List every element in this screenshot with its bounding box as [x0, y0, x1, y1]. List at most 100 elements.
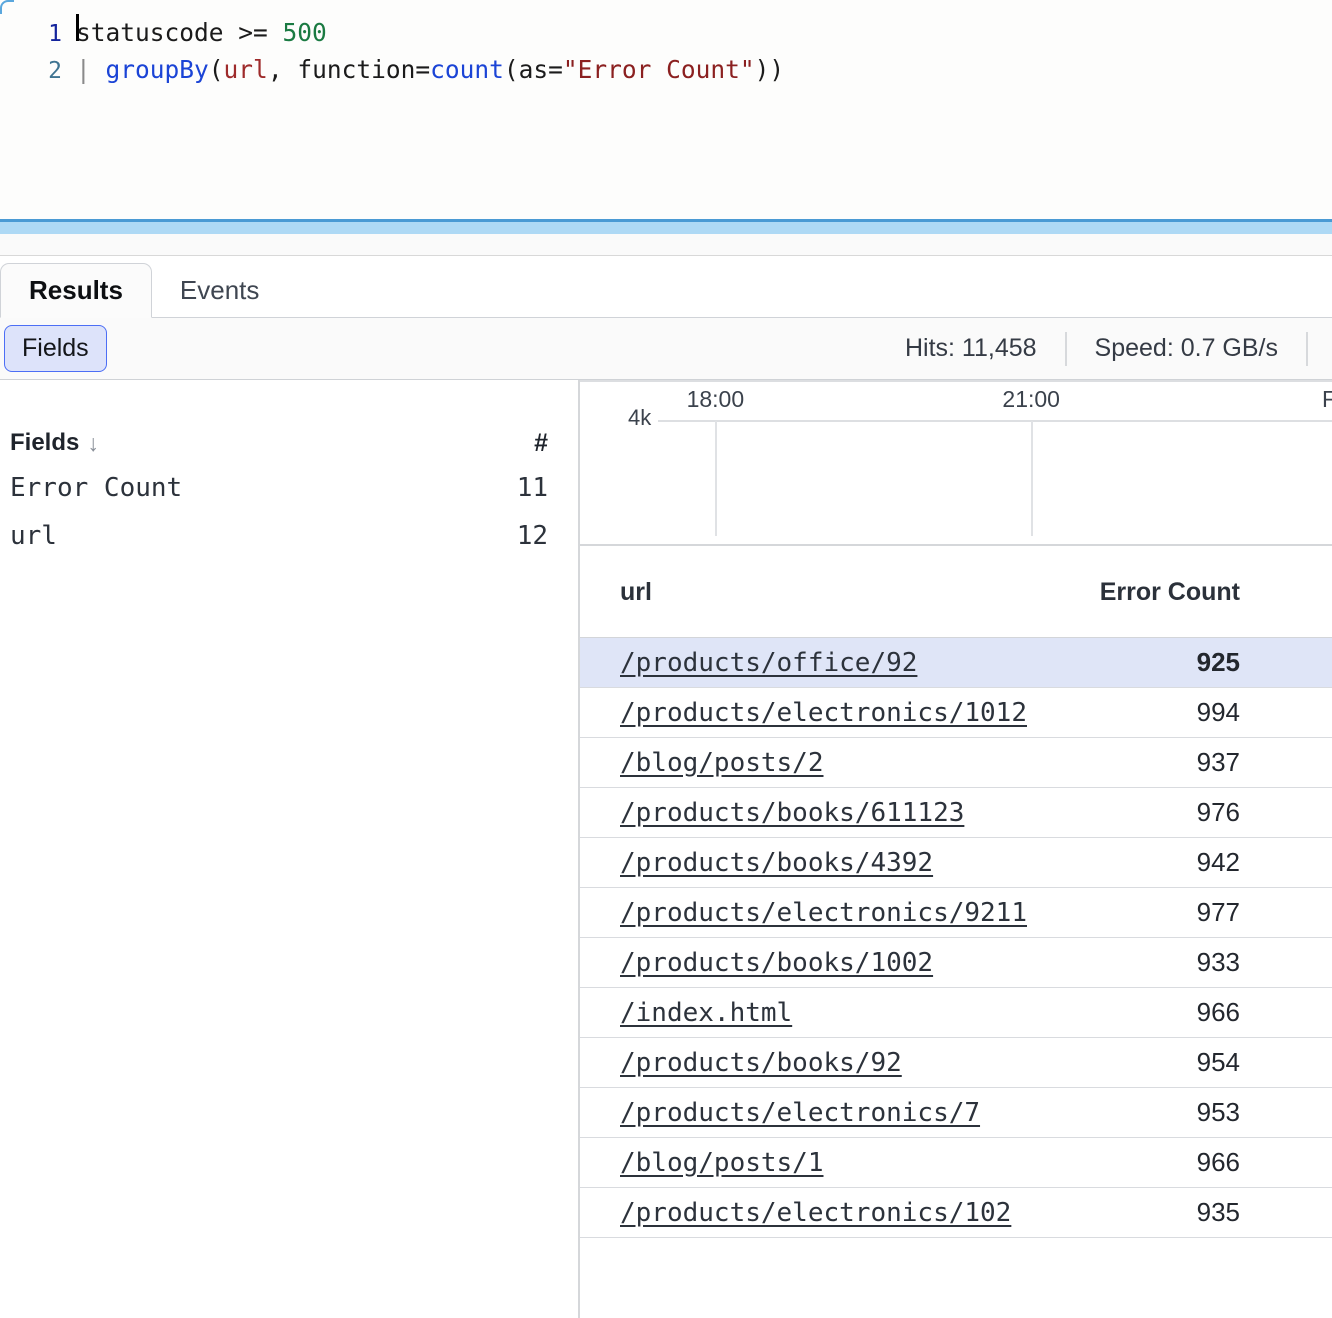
- line-number-2: 2: [48, 58, 62, 84]
- chart-x-tick-clipped: F: [1322, 386, 1332, 413]
- field-row-url[interactable]: url 12: [10, 512, 562, 560]
- table-row[interactable]: /products/books/1002 933: [580, 937, 1332, 988]
- url-link[interactable]: /products/electronics/102: [620, 1197, 1012, 1228]
- results-table: url Error Count /products/office/92 925 …: [580, 546, 1332, 1238]
- editor-focus-glow: [0, 222, 1332, 234]
- tab-events[interactable]: Events: [152, 263, 288, 318]
- results-toolbar: Fields Hits: 11,458 Speed: 0.7 GB/s: [0, 318, 1332, 380]
- chart-gridline-horizontal: [658, 420, 1332, 422]
- cell-error-count: 976: [1002, 787, 1332, 838]
- cell-error-count: 935: [1002, 1187, 1332, 1238]
- cell-error-count: 954: [1002, 1037, 1332, 1088]
- stat-divider-2: [1306, 331, 1308, 366]
- field-name: url: [10, 521, 57, 551]
- url-link[interactable]: /products/books/1002: [620, 947, 934, 978]
- results-panel: 4k 18:00 21:00 F url Error Count: [580, 380, 1332, 1318]
- cell-url: /products/books/92: [580, 1037, 1002, 1088]
- timeline-chart[interactable]: 4k 18:00 21:00 F: [580, 380, 1332, 546]
- url-link[interactable]: /blog/posts/2: [620, 747, 824, 778]
- cell-url: /products/electronics/7: [580, 1087, 1002, 1138]
- table-row[interactable]: /products/electronics/102 935: [580, 1187, 1332, 1238]
- text-cursor: [76, 14, 79, 41]
- table-row[interactable]: /products/electronics/1012 994: [580, 687, 1332, 738]
- speed-stat: Speed: 0.7 GB/s: [1094, 334, 1278, 362]
- editor-bottom-spacer: [0, 234, 1332, 256]
- chart-gridline-vertical-2: [1031, 421, 1034, 536]
- code-line-2-content: | groupBy(url, function=count(as="Error …: [76, 55, 785, 84]
- cell-error-count: 966: [1002, 987, 1332, 1038]
- url-link[interactable]: /products/books/92: [620, 1047, 902, 1078]
- field-count: 11: [516, 473, 548, 503]
- cell-url: /blog/posts/2: [580, 737, 1002, 788]
- column-header-error-count[interactable]: Error Count: [1002, 546, 1332, 638]
- table-header-row: url Error Count: [580, 546, 1332, 638]
- cell-error-count: 942: [1002, 837, 1332, 888]
- cell-url: /blog/posts/1: [580, 1137, 1002, 1188]
- chart-gridline-vertical-1: [715, 421, 718, 536]
- query-editor[interactable]: 1 statuscode >= 500 2 | groupBy(url, fun…: [0, 0, 1332, 219]
- url-link[interactable]: /products/books/4392: [620, 847, 934, 878]
- results-tabbar: Results Events: [0, 256, 1332, 318]
- table-row[interactable]: /blog/posts/1 966: [580, 1137, 1332, 1188]
- cell-url: /products/books/1002: [580, 937, 1002, 988]
- cell-url: /products/electronics/1012: [580, 687, 1027, 738]
- cell-error-count: 977: [1002, 887, 1332, 938]
- cell-error-count: 953: [1002, 1087, 1332, 1138]
- table-row[interactable]: /products/books/611123 976: [580, 787, 1332, 838]
- cell-url: /products/electronics/102: [580, 1187, 1011, 1238]
- chart-x-tick-2100: 21:00: [1002, 386, 1060, 412]
- table-row[interactable]: /products/books/92 954: [580, 1037, 1332, 1088]
- url-link[interactable]: /products/books/611123: [620, 797, 965, 828]
- fields-panel: Fields ↓ # Error Count 11 url 12: [0, 380, 580, 1318]
- code-line-2[interactable]: 2 | groupBy(url, function=count(as="Erro…: [0, 51, 1332, 88]
- cell-url: /products/books/611123: [580, 787, 1002, 838]
- url-link[interactable]: /index.html: [620, 997, 793, 1028]
- url-link[interactable]: /products/electronics/1012: [620, 697, 1027, 728]
- url-link[interactable]: /products/office/92: [620, 647, 918, 678]
- table-row[interactable]: /products/books/4392 942: [580, 837, 1332, 888]
- cell-url: /products/office/92: [580, 637, 1002, 688]
- cell-error-count: 966: [1002, 1137, 1332, 1188]
- table-row[interactable]: /products/office/92 925: [580, 637, 1332, 688]
- cell-error-count: 925: [1002, 637, 1332, 688]
- url-link[interactable]: /products/electronics/7: [620, 1097, 981, 1128]
- cell-error-count: 937: [1002, 737, 1332, 788]
- editor-focus-corner: [0, 0, 14, 14]
- table-row[interactable]: /blog/posts/2 937: [580, 737, 1332, 788]
- sort-descending-icon[interactable]: ↓: [87, 429, 99, 456]
- fields-toggle-button[interactable]: Fields: [4, 325, 107, 372]
- chart-y-tick-4k: 4k: [628, 405, 652, 430]
- cell-error-count: 933: [1002, 937, 1332, 988]
- code-line-1[interactable]: 1 statuscode >= 500: [0, 14, 1332, 51]
- stat-divider-1: [1064, 331, 1067, 366]
- line-number-1: 1: [48, 21, 62, 47]
- hits-stat: Hits: 11,458: [904, 334, 1037, 362]
- editor-focus-border: [0, 219, 1332, 222]
- column-header-url[interactable]: url: [580, 546, 1002, 638]
- cell-url: /products/books/4392: [580, 837, 1002, 888]
- results-table-wrapper: url Error Count /products/office/92 925 …: [580, 546, 1332, 1318]
- fields-panel-header[interactable]: Fields ↓ #: [10, 422, 562, 464]
- cell-url: /products/electronics/9211: [580, 887, 1027, 938]
- table-row[interactable]: /products/electronics/7 953: [580, 1087, 1332, 1138]
- url-link[interactable]: /blog/posts/1: [620, 1147, 824, 1178]
- table-row[interactable]: /index.html 966: [580, 987, 1332, 1038]
- results-body: Fields ↓ # Error Count 11 url 12 4k 18:0…: [0, 380, 1332, 1318]
- cell-url: /index.html: [580, 987, 1002, 1038]
- results-table-body: /products/office/92 925 /products/electr…: [580, 637, 1332, 1238]
- query-stats: Hits: 11,458 Speed: 0.7 GB/s: [877, 318, 1308, 379]
- tab-results-label: Results: [29, 275, 123, 305]
- chart-top-rule: [580, 380, 1332, 382]
- field-name: Error Count: [10, 473, 183, 503]
- cell-error-count: 994: [1002, 687, 1332, 738]
- tab-events-label: Events: [179, 275, 260, 305]
- url-link[interactable]: /products/electronics/9211: [620, 897, 1027, 928]
- fields-count-header: #: [534, 428, 548, 457]
- fields-header-label: Fields: [10, 429, 80, 456]
- tab-results[interactable]: Results: [0, 263, 152, 318]
- table-row[interactable]: /products/electronics/9211 977: [580, 887, 1332, 938]
- field-row-error-count[interactable]: Error Count 11: [10, 464, 562, 512]
- code-line-1-content: statuscode >= 500: [76, 18, 327, 47]
- chart-x-tick-1800: 18:00: [686, 386, 745, 412]
